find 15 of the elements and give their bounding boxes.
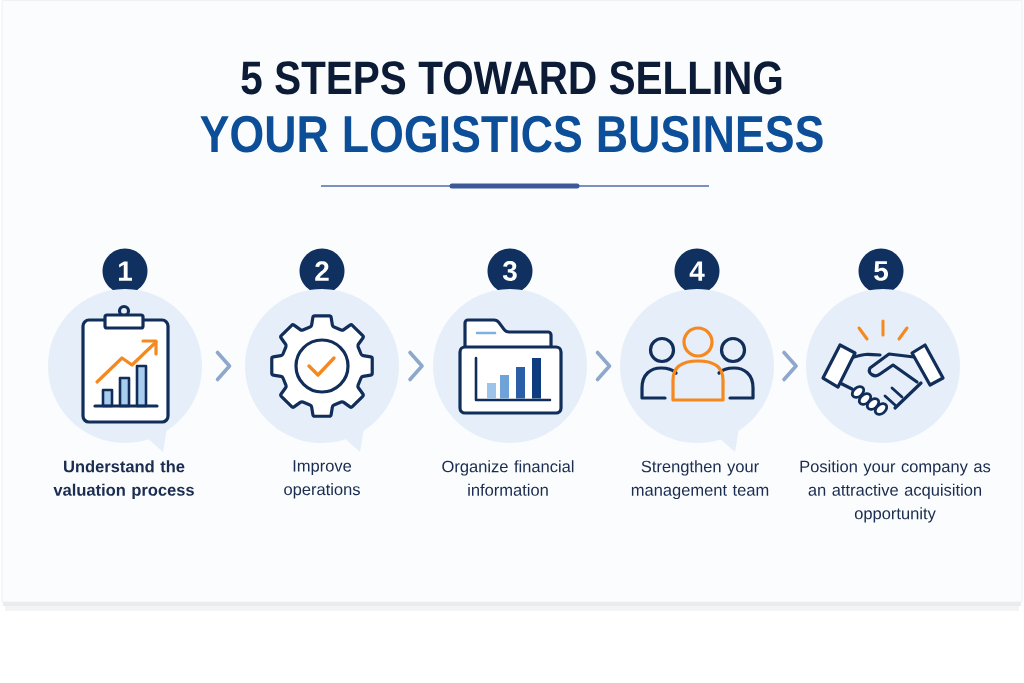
chevron-arrow bbox=[782, 350, 798, 382]
title: 5 STEPS TOWARD SELLING YOUR LOGISTICS BUSINESS bbox=[200, 61, 823, 153]
number-badge: 5 bbox=[858, 248, 904, 294]
chevron-arrow bbox=[408, 350, 424, 382]
number-badge: 4 bbox=[674, 248, 720, 294]
step-label: Strengthen your management team bbox=[631, 460, 769, 500]
step-label: Organize financial information bbox=[442, 460, 574, 496]
step-label: Position your company as an attractive acquisition opportunity bbox=[800, 460, 991, 523]
chevron-arrow bbox=[595, 350, 612, 382]
number-badge: 3 bbox=[487, 248, 533, 294]
chevron-arrow bbox=[215, 350, 232, 382]
step-label: Improve operations bbox=[284, 460, 360, 499]
number-badge: 1 bbox=[102, 248, 148, 294]
number-badge: 2 bbox=[299, 248, 345, 294]
step-label: Understand the valuation process bbox=[53, 460, 194, 500]
